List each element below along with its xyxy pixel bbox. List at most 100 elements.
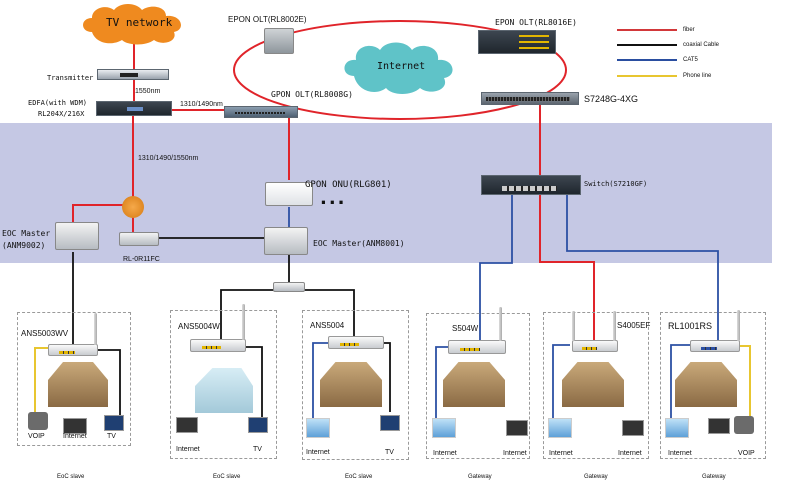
house-icon [562,362,624,407]
eoc-master-left-label-line1: EOC Master [2,229,51,238]
legend-coax-swatch [617,44,677,46]
laptop-icon [622,420,644,436]
desktop-computer-icon [432,418,456,438]
antenna-icon [572,311,575,341]
slave-router-ans5004[interactable] [328,336,384,349]
more-onu-ellipsis: ... [320,188,347,209]
antenna-icon [242,304,245,340]
laptop-icon [63,418,87,434]
epon-olt-small-device[interactable] [264,28,294,54]
internet-cloud-icon [344,42,453,94]
house-icon [48,362,108,407]
legend-cat5-swatch [617,59,677,61]
slave-model-label: S504W [452,324,479,333]
switch-label: Switch(S7210GF) [584,180,648,188]
edfa-device[interactable] [96,101,172,116]
antenna-icon [499,307,502,341]
slave-box-s504w [426,313,530,459]
slave-model-label: ANS5003WV [21,329,69,338]
device-label: TV [107,433,116,440]
gpon-olt-device[interactable] [224,106,298,118]
slave-caption: EoC slave [345,474,373,480]
slave-box-s4005ef [543,312,649,459]
legend-cat5-label: CAT5 [683,57,698,63]
slave-router-ans5003wv[interactable] [48,344,98,356]
fiber-ring [233,20,567,120]
legend-phone-swatch [617,75,677,77]
device-label: VOIP [28,433,45,440]
slave-caption: EoC slave [57,474,85,480]
device-label: Internet [176,446,200,453]
cat5-slave3-internet [312,342,330,418]
phone-slave1-voip [34,347,48,418]
slave-caption: Gateway [702,474,726,480]
device-label: Internet [503,450,527,457]
optical-receiver-label: RL-0R11FC [123,256,160,263]
core-switch-device[interactable] [481,92,579,105]
slave-router-rl1001rs[interactable] [690,340,740,352]
slave-model-label: ANS5004 [310,321,345,330]
voip-phone-icon [28,412,48,430]
device-label: TV [253,446,262,453]
legend-phone-label: Phone line [683,73,712,79]
device-label: TV [385,449,394,456]
voip-phone-icon [734,416,754,434]
transmitter-label: Transmitter [47,74,94,82]
slave-box-ans5004w [170,310,277,459]
eoc-master-right-device[interactable] [264,227,308,255]
slave-model-label: ANS5004W [178,322,220,331]
cat5-switch-to-rl1001rs [566,195,719,345]
epon-olt-large-label: EPON OLT(RL8016E) [495,18,577,27]
slave-box-rl1001rs [660,312,766,459]
coax-splitter-right [303,289,355,337]
antenna-icon [94,313,97,345]
device-label: VOIP [738,450,755,457]
gpon-onu-device[interactable] [265,182,313,206]
optical-receiver-device[interactable] [119,232,159,246]
laptop-icon [506,420,528,436]
edfa-label-line2: RL204X/216X [38,110,85,118]
wavelength-1550-label: 1550nm [135,88,161,95]
laptop-icon [176,417,198,433]
tv-icon [380,415,400,431]
desktop-computer-icon [548,418,572,438]
wavelength-triple-label: 1310/1490/1550nm [138,155,199,162]
slave-box-ans5004 [302,310,409,460]
edfa-label-line1: EDFA(with WDM) [28,99,88,107]
slave-router-s504w[interactable] [448,340,506,354]
transmitter-device[interactable] [97,69,169,80]
slave-caption: Gateway [584,474,608,480]
device-label: Internet [618,450,642,457]
slave-caption: EoC slave [213,474,241,480]
device-label: Internet [433,450,457,457]
antenna-icon [613,311,616,341]
eoc-master-left-device[interactable] [55,222,99,250]
gpon-onu-label: GPON ONU(RLG801) [305,180,392,190]
coax-splitter-device[interactable] [273,282,305,292]
device-label: Internet [668,450,692,457]
laptop-icon [708,418,730,434]
slave-router-s4005ef[interactable] [572,340,618,352]
slave-model-label: S4005EF [617,321,651,330]
switch-device[interactable] [481,175,581,195]
coax-splitter-left [220,289,275,343]
optical-splitter-icon[interactable] [122,196,144,218]
antenna-icon [737,310,740,341]
coax-slave1-tv [96,349,121,415]
internet-label: Internet [377,61,426,72]
fiber-switch-to-s4005ef [539,195,595,345]
gpon-olt-label: GPON OLT(RL8008G) [271,90,353,99]
phone-slave6-voip [735,345,751,418]
core-switch-label: S7248G-4XG [584,94,639,104]
slave-model-label: RL1001RS [668,321,713,331]
eoc-master-left-label-line2: (ANM9002) [2,241,46,250]
wavelength-1310-1490-label: 1310/1490nm [180,101,223,108]
epon-olt-large-device[interactable] [478,30,556,54]
cat5-slave4-internet [435,346,450,418]
desktop-computer-icon [306,418,330,438]
coax-slave2-tv [246,346,263,418]
slave-router-ans5004w[interactable] [190,339,246,352]
slave-box-ans5003wv [17,312,131,446]
epon-olt-small-label: EPON OLT(RL8002E) [228,15,307,24]
house-icon [675,362,737,407]
